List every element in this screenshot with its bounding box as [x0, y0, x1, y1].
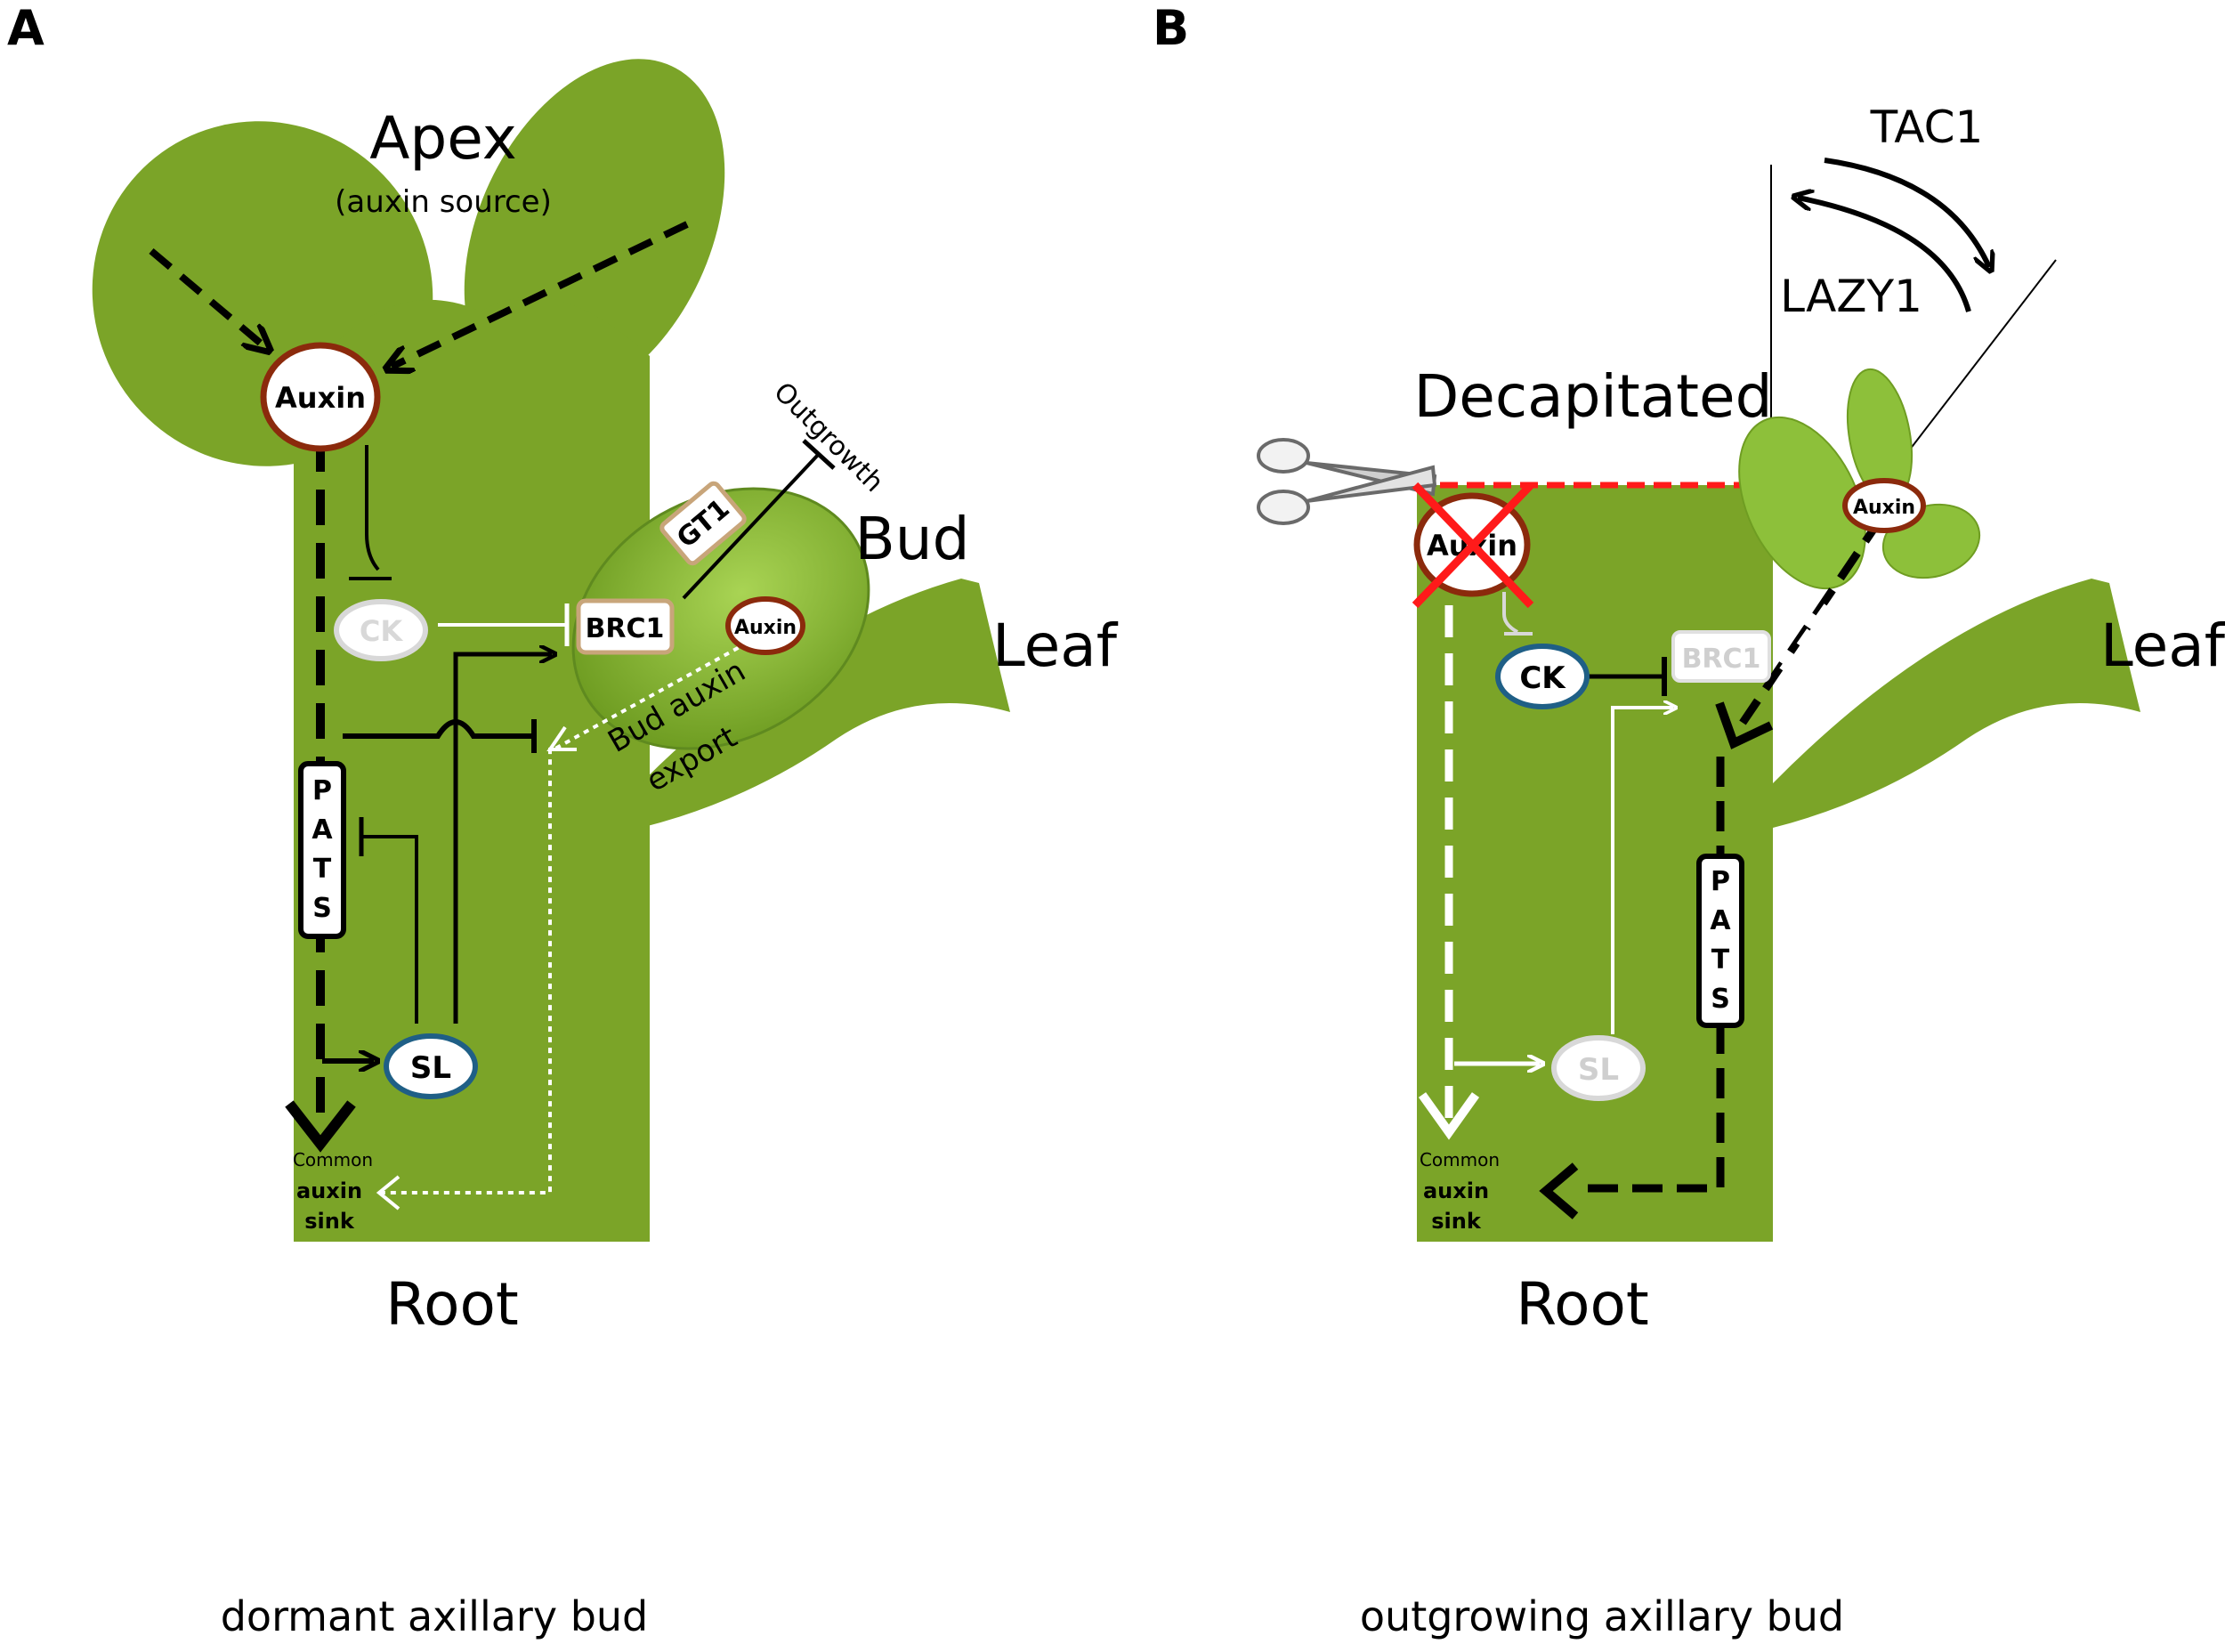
apex-label: Apex: [369, 104, 517, 173]
bud-auxin-node-label-a: Auxin: [734, 617, 797, 639]
sl-node-a: SL: [384, 1033, 478, 1099]
gt1-inhibits-outgrowth: [682, 452, 821, 600]
caption-b: outgrowing axillary bud: [1360, 1592, 1844, 1640]
pats-letter-p-a: P: [312, 775, 332, 806]
ck-node-label-a: CK: [360, 614, 403, 648]
pats-flow-arrowhead-b: [1539, 1162, 1579, 1219]
brc1-box-label-a: BRC1: [586, 613, 665, 644]
scissors-icon: [1257, 438, 1437, 525]
lazy1-label: LAZY1: [1780, 271, 1922, 322]
sink-line2-a: auxin: [296, 1178, 362, 1203]
apex-sub-label: (auxin source): [335, 184, 552, 220]
cross-line-2: [1412, 482, 1534, 609]
apex-input-arrow-left: [149, 247, 265, 347]
bud-export-arrowhead-2: [376, 1175, 400, 1211]
gt1-outgrowth-bar: [802, 439, 836, 470]
stem-a: [294, 356, 650, 1242]
ck-node-a: CK: [334, 599, 428, 661]
bud-label: Bud: [854, 505, 969, 573]
sl-inhibits-pats: [363, 835, 418, 1024]
auxin-node-label-a: Auxin: [275, 381, 366, 415]
pats-box-b: P A T S: [1696, 854, 1744, 1028]
pats-letter-t-a: T: [313, 854, 332, 885]
tac1-label: TAC1: [1870, 101, 1984, 153]
lazy1-arrow: [1798, 198, 1971, 312]
main-flow-white-arrowhead-b: [1418, 1092, 1480, 1140]
bud-auxin-node-b: Auxin: [1842, 478, 1926, 533]
bud-auxin-node-a: Auxin: [725, 596, 805, 655]
auxin-node-b: Auxin: [1412, 482, 1534, 609]
decapitated-label: Decapitated: [1413, 362, 1772, 431]
brc1-box-label-b: BRC1: [1682, 644, 1761, 675]
sink-line3-a: sink: [304, 1209, 355, 1234]
leaf-label-a: Leaf: [992, 611, 1119, 680]
bud-flow-white-b: [1777, 603, 1829, 674]
brc1-box-a: BRC1: [576, 598, 675, 655]
ck-node-b: CK: [1495, 644, 1590, 709]
outgrowth-label: Outgrowth: [767, 377, 889, 498]
sl-node-b: SL: [1551, 1035, 1646, 1101]
bud-export-arrowhead-1: [546, 725, 577, 751]
panel-a-letter: A: [7, 0, 44, 56]
pats-flow-arrowhead-a: [285, 1100, 356, 1153]
caption-a: dormant axillary bud: [221, 1592, 649, 1640]
bud-flow-arrowhead-b: [1715, 701, 1774, 749]
ck-node-label-b: CK: [1519, 660, 1566, 696]
sink-line1-b: Common: [1420, 1149, 1500, 1170]
pats-letter-p-b: P: [1711, 866, 1730, 897]
root-label-b: Root: [1516, 1270, 1649, 1339]
bud-auxin-flow-b: [1739, 514, 1886, 725]
panel-b-letter: B: [1153, 0, 1189, 56]
pats-letter-a-a: A: [312, 814, 333, 846]
pats-box-a: P A T S: [298, 761, 346, 939]
leaf-b-shape: [1773, 579, 2140, 828]
pats-letter-a-b: A: [1710, 905, 1731, 936]
leaf-label-b: Leaf: [2100, 611, 2225, 680]
sl-node-label-b: SL: [1578, 1052, 1619, 1088]
apex-center: [294, 296, 650, 463]
sl-node-label-a: SL: [410, 1050, 451, 1086]
leaf-a-shape: [641, 579, 1010, 828]
tac1-arrow: [1824, 158, 1989, 267]
apex-input-arrow-right: [392, 221, 689, 367]
sl-to-brc1-b: [1611, 708, 1673, 1034]
root-label-a: Root: [385, 1270, 519, 1339]
sink-line2-b: auxin: [1423, 1178, 1489, 1203]
pats-letter-t-b: T: [1711, 944, 1730, 976]
panel-a: A Apex (auxin source) Bud Leaf Root dorm…: [7, 0, 1119, 1640]
pats-letter-s-b: S: [1711, 984, 1730, 1015]
sink-line3-b: sink: [1431, 1209, 1482, 1234]
sl-promotes-brc1: [453, 654, 552, 1024]
auxin-inhibits-ck-b: [1502, 592, 1518, 634]
panel-b: B TAC1 LAZY1: [1153, 0, 2225, 1640]
pats-letter-s-a: S: [312, 893, 332, 924]
bud-auxin-node-label-b: Auxin: [1853, 497, 1915, 519]
auxin-node-a: Auxin: [260, 342, 381, 452]
bud-a: [571, 487, 870, 750]
sink-line1-a: Common: [293, 1149, 373, 1170]
brc1-box-b: BRC1: [1671, 630, 1771, 683]
auxin-inhibits-ck: [365, 445, 380, 571]
